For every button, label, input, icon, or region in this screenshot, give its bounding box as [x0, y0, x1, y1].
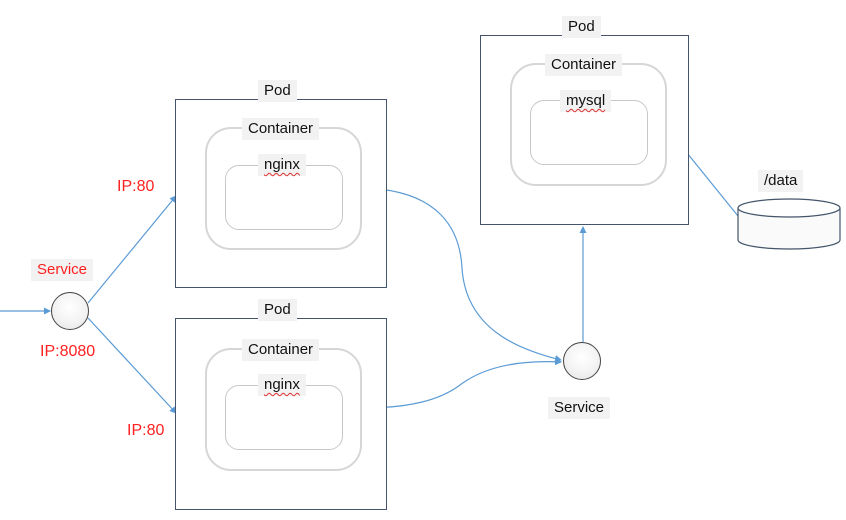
storage-cylinder-icon	[737, 198, 841, 250]
container-label: Container	[545, 54, 623, 76]
app-name: mysql	[566, 92, 606, 109]
route-port-label-pod2: IP:80	[127, 422, 165, 439]
pod-label: Pod	[258, 299, 297, 321]
frontend-service-node-icon	[51, 292, 89, 330]
pod-label: Pod	[562, 16, 601, 38]
container-label: Container	[242, 118, 320, 140]
app-label: nginx	[258, 374, 306, 396]
frontend-service-label: Service	[31, 259, 94, 281]
route-port-label-pod1: IP:80	[117, 178, 155, 195]
service-to-pod1-arrow	[87, 195, 177, 304]
app-name: nginx	[264, 156, 300, 173]
container-label: Container	[242, 339, 320, 361]
app-label: mysql	[560, 90, 612, 112]
app-name: nginx	[264, 376, 300, 393]
pod2-to-backend-service-curve	[362, 358, 562, 409]
app-label: nginx	[258, 154, 306, 176]
pod-label: Pod	[258, 80, 297, 102]
backend-service-node-icon	[563, 342, 601, 380]
backend-service-label: Service	[548, 397, 611, 419]
storage-label: /data	[758, 170, 804, 192]
frontend-service-port-label: IP:8080	[40, 343, 96, 360]
pod1-to-backend-service-curve	[362, 187, 562, 362]
service-to-pod2-arrow	[87, 317, 177, 414]
